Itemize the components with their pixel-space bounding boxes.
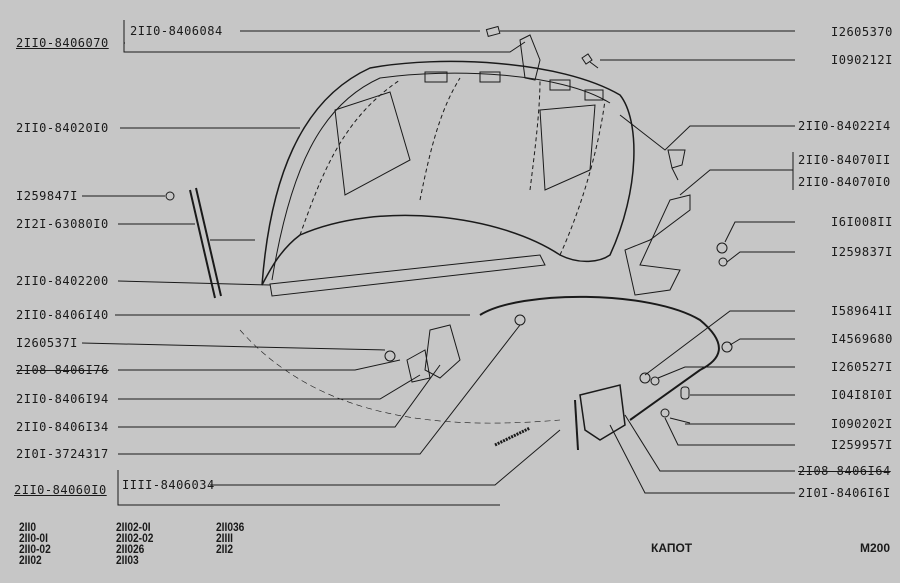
part-label: 2II0-84020I0 xyxy=(16,121,109,135)
assembly-label-top: 2II0-8406070 xyxy=(16,36,109,50)
part-label: 2II0-8406I94 xyxy=(16,392,109,406)
cable xyxy=(479,295,720,421)
page-code: M200 xyxy=(860,541,891,555)
model: 2II02 xyxy=(19,553,42,567)
part-label: I260537I xyxy=(16,336,78,350)
model: 2II026 xyxy=(116,542,145,556)
part-label: I2605370 xyxy=(831,25,893,39)
model: 2II0-02 xyxy=(19,542,51,556)
model: 2IIII xyxy=(216,531,234,545)
part-label: I259957I xyxy=(831,438,893,452)
part-label: 2II0-8406I34 xyxy=(16,420,109,434)
models-col-2: 2II02-0I 2II02-02 2II026 2II03 xyxy=(116,520,154,567)
part-label: I259847I xyxy=(16,189,78,203)
gas-strut xyxy=(189,187,222,299)
models-col-1: 2II0 2II0-0I 2II0-02 2II02 xyxy=(19,520,51,567)
part-label: 2II0-84070I0 xyxy=(798,175,891,189)
part-label: I589641I xyxy=(831,304,893,318)
page-title: КАПОТ xyxy=(651,541,693,555)
spring xyxy=(494,426,531,447)
models-col-3: 2II036 2IIII 2II2 xyxy=(216,520,245,556)
part-label: 2I0I-3724317 xyxy=(16,447,109,461)
part-label: I259837I xyxy=(831,245,893,259)
model: 2II02-02 xyxy=(116,531,154,545)
part-label: I260527I xyxy=(831,360,893,374)
part-label: 2I08-8406I76 xyxy=(16,363,109,377)
part-label: I4569680 xyxy=(831,332,893,346)
hood-outline xyxy=(261,60,635,286)
part-label: 2I08-8406I64 xyxy=(798,464,891,478)
model: 2II2 xyxy=(216,542,234,556)
assembly-label-bottom: 2II0-84060I0 xyxy=(14,483,107,497)
model: 2II036 xyxy=(216,520,245,534)
seal xyxy=(269,254,546,297)
model: 2II02-0I xyxy=(116,520,151,534)
part-label: 2II0-8402200 xyxy=(16,274,109,288)
model: 2II03 xyxy=(116,553,139,567)
part-label: I090202I xyxy=(831,417,893,431)
part-label: I04I8I0I xyxy=(831,388,893,402)
part-label: 2II0-84070II xyxy=(798,153,891,167)
part-label: 2I0I-8406I6I xyxy=(798,486,891,500)
part-label: 2II0-8406I40 xyxy=(16,308,109,322)
model: 2II0-0I xyxy=(19,531,48,545)
part-label: 2II0-8406084 xyxy=(130,24,223,38)
part-label: I090212I xyxy=(831,53,893,67)
part-label: 2II0-84022I4 xyxy=(798,119,891,133)
model: 2II0 xyxy=(19,520,37,534)
part-label: 2I2I-63080I0 xyxy=(16,217,109,231)
part-label: I6I008II xyxy=(831,215,893,229)
part-label: IIII-8406034 xyxy=(122,478,215,492)
